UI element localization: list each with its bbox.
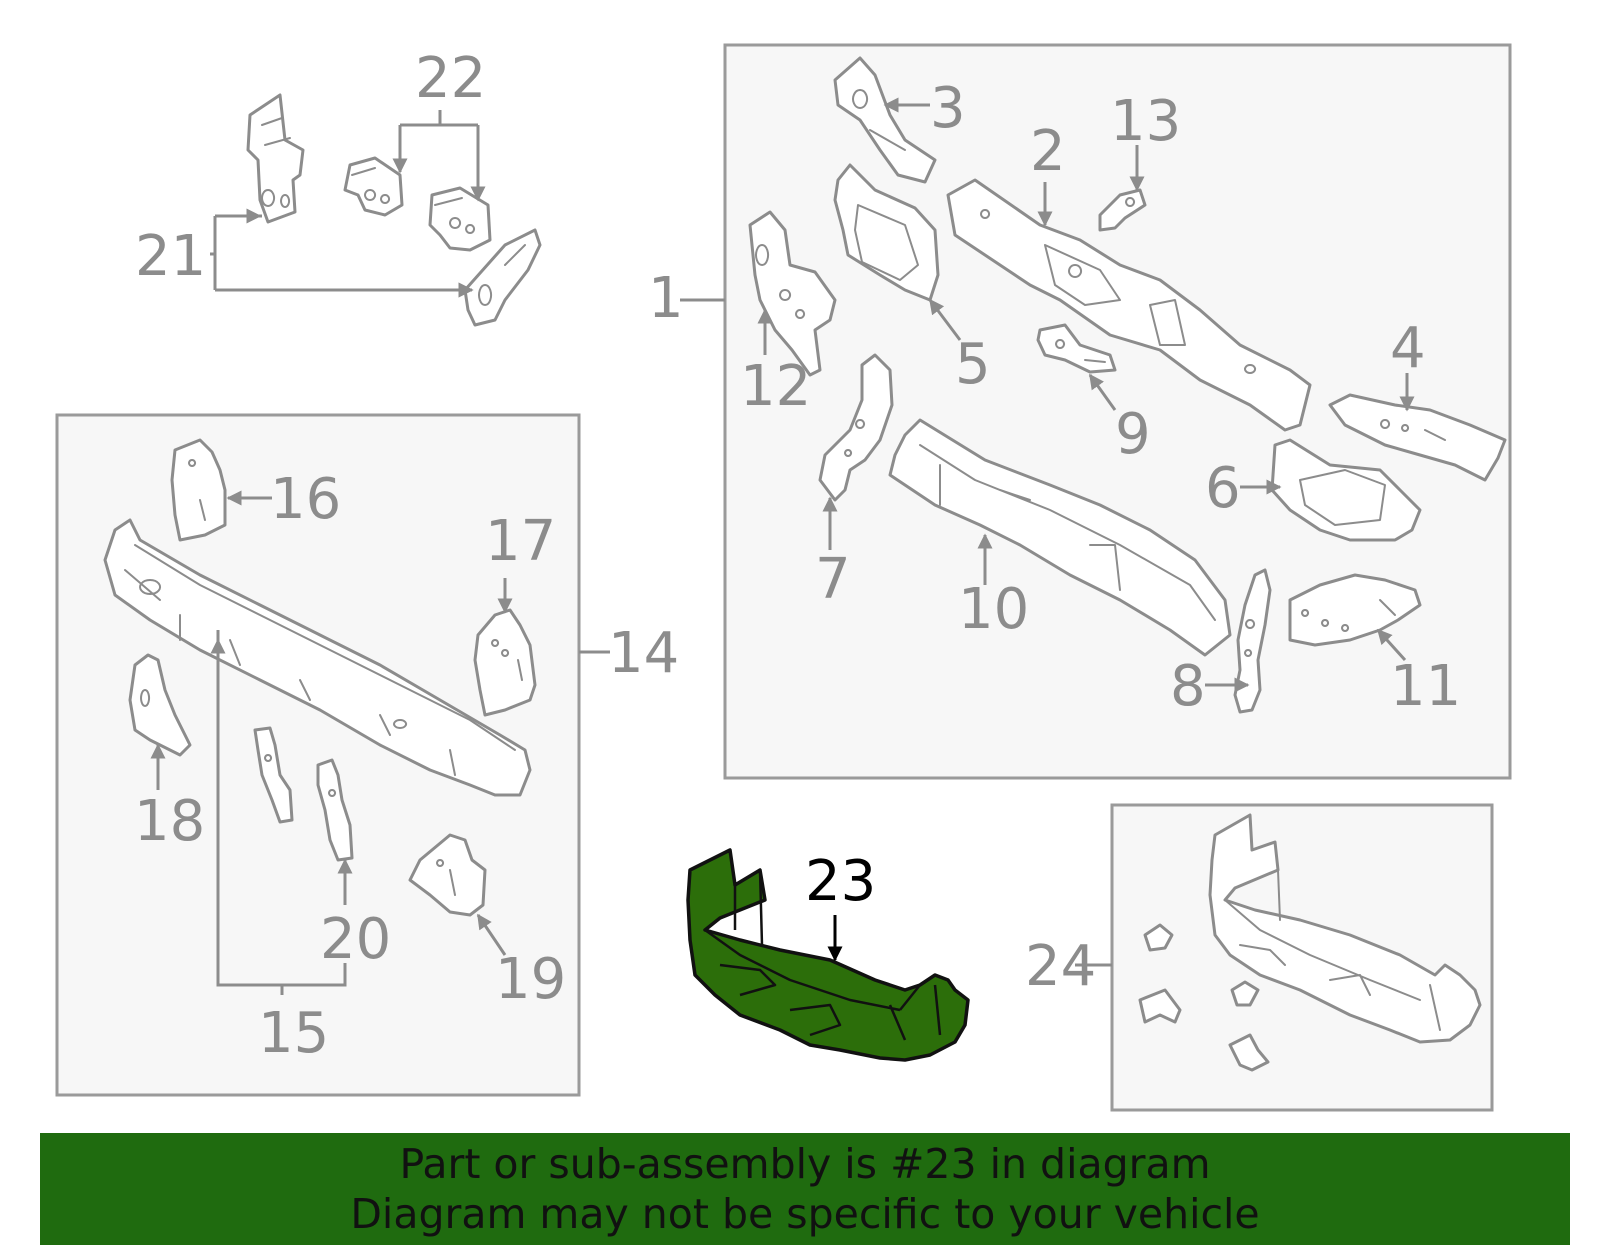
callout-1: 1 <box>648 266 684 331</box>
part-21-upper-bracket <box>246 93 305 224</box>
callout-9: 9 <box>1115 402 1151 467</box>
part-24-bracket-bottom <box>1228 1033 1270 1072</box>
callout-18: 18 <box>134 789 205 854</box>
part-16-bracket <box>170 438 227 542</box>
banner-line-disclaimer: Diagram may not be specific to your vehi… <box>350 1190 1260 1238</box>
part-15-lower-crossmember <box>103 518 532 797</box>
callout-14: 14 <box>608 621 679 686</box>
part-24-bracket-left <box>1138 988 1182 1024</box>
part-20-left-brace <box>253 726 294 824</box>
part-10-lower-support <box>888 418 1232 657</box>
part-23-engine-undercover-highlighted[interactable] <box>686 848 970 1062</box>
callout-3: 3 <box>930 76 966 141</box>
part-7-vertical-brace <box>818 353 894 502</box>
part-2-upper-support <box>946 178 1312 432</box>
part-3-upper-stay <box>833 56 937 184</box>
callout-15: 15 <box>258 1001 329 1066</box>
part-24-clip-top <box>1143 923 1174 952</box>
callout-24: 24 <box>1025 934 1096 999</box>
callout-6: 6 <box>1205 456 1241 521</box>
callout-4: 4 <box>1390 316 1426 381</box>
callout-19: 19 <box>495 947 566 1012</box>
part-9-lock-bracket <box>1036 323 1117 374</box>
part-11-corner-bracket <box>1288 573 1422 647</box>
callout-17: 17 <box>485 509 556 574</box>
part-24-clip-middle <box>1230 980 1260 1007</box>
callout-12: 12 <box>740 354 811 419</box>
callout-16: 16 <box>270 467 341 532</box>
banner-line-part-reference: Part or sub-assembly is #23 in diagram <box>399 1140 1211 1188</box>
callout-5: 5 <box>955 332 991 397</box>
callout-13: 13 <box>1110 89 1181 154</box>
part-19-bracket <box>408 833 487 917</box>
callout-2: 2 <box>1030 119 1066 184</box>
part-24-undercover-assembly <box>1208 813 1482 1044</box>
callout-22: 22 <box>415 46 486 111</box>
part-20-right-brace <box>316 758 354 862</box>
callout-8: 8 <box>1170 654 1206 719</box>
part-4-side-rail <box>1328 393 1507 482</box>
part-8-vertical-brace <box>1233 568 1272 714</box>
callout-20: 20 <box>320 907 391 972</box>
part-22-left-bracket <box>343 156 404 217</box>
callout-11: 11 <box>1390 654 1461 719</box>
callout-21: 21 <box>135 224 206 289</box>
part-6-side-panel <box>1270 438 1422 542</box>
part-13-small-bracket <box>1098 188 1147 232</box>
info-banner: Part or sub-assembly is #23 in diagram D… <box>40 1133 1570 1245</box>
callout-7: 7 <box>815 547 851 612</box>
callout-10: 10 <box>958 577 1029 642</box>
part-18-bracket <box>128 653 192 757</box>
callout-23: 23 <box>805 849 876 914</box>
part-22-right-bracket <box>428 186 492 252</box>
